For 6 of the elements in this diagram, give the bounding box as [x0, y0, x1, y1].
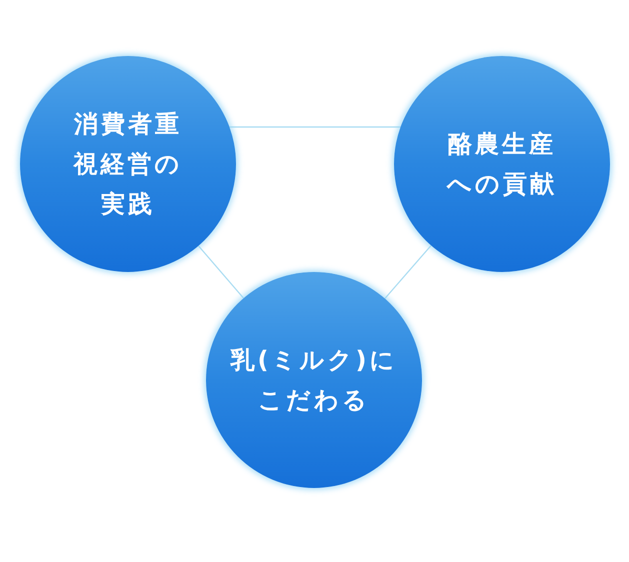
node-label: 乳(ミルク)にこだわる	[229, 345, 398, 416]
connector-line	[384, 245, 432, 299]
connector-line	[198, 245, 244, 299]
connector-line	[229, 126, 401, 128]
node-label: 酪農生産への貢献	[446, 129, 558, 200]
node-label: 消費者重視経営の実践	[72, 109, 184, 220]
